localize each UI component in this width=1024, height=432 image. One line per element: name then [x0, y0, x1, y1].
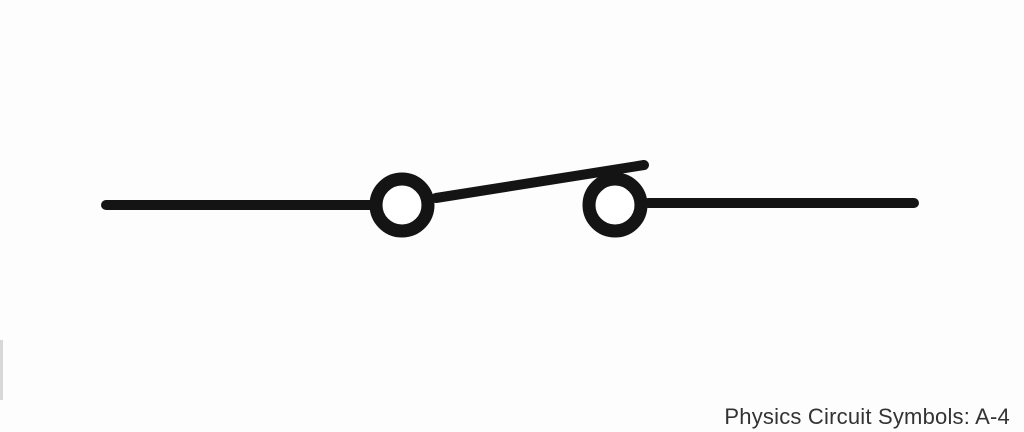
scan-edge-mark	[0, 340, 3, 400]
right-terminal	[582, 172, 648, 238]
left-terminal	[369, 172, 435, 238]
switch-lever	[431, 160, 649, 203]
sheet-caption: Physics Circuit Symbols: A-4	[724, 404, 1010, 429]
